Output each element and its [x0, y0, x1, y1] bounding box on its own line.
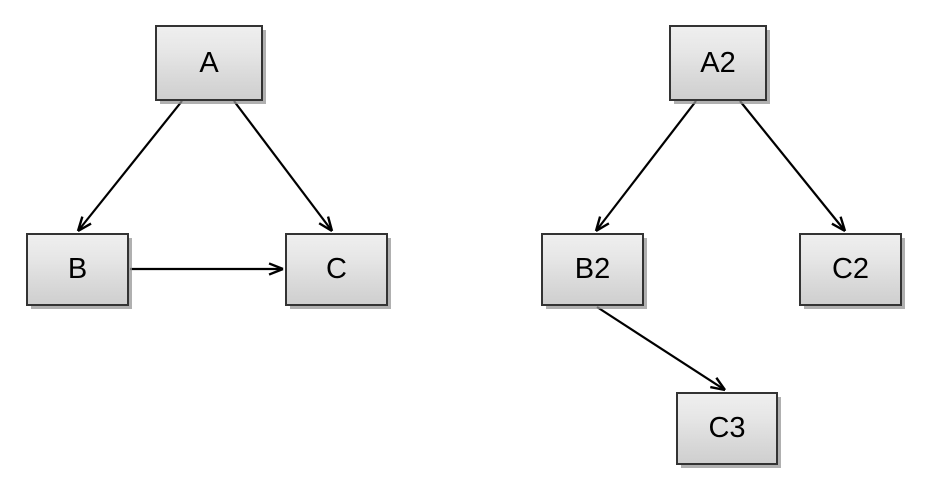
node-label: C: [326, 253, 347, 285]
arrowhead-barb-0: [831, 222, 846, 233]
edge-a2-to-c2: [739, 100, 847, 233]
arrowhead-barb-0: [76, 216, 84, 232]
node-label: C3: [708, 412, 746, 444]
node-b[interactable]: B: [26, 233, 129, 306]
node-label: C2: [831, 253, 870, 285]
edge-line: [233, 100, 333, 232]
arrowhead-barb-1: [839, 216, 847, 232]
node-label: B: [67, 253, 88, 285]
arrowhead-barb-0: [710, 385, 726, 392]
node-label: A: [199, 46, 219, 79]
edge-line: [739, 100, 846, 232]
edge-b2-to-c3: [596, 306, 726, 392]
node-c[interactable]: C: [285, 233, 388, 306]
edge-line: [77, 100, 183, 232]
arrowhead-barb-0: [594, 216, 602, 232]
node-a[interactable]: A: [155, 25, 263, 101]
edge-line: [596, 306, 726, 391]
arrowhead-barb-0: [268, 267, 284, 276]
node-c2[interactable]: C2: [799, 233, 902, 306]
node-b2[interactable]: B2: [541, 233, 644, 306]
node-label: A2: [700, 46, 736, 79]
arrowhead-barb-1: [77, 222, 92, 233]
edge-a-to-c: [233, 100, 334, 233]
arrowhead-barb-0: [318, 222, 333, 233]
node-c3[interactable]: C3: [676, 392, 778, 465]
edge-a-to-b: [76, 100, 183, 233]
arrowhead-barb-1: [715, 377, 726, 391]
arrowhead-barb-1: [268, 262, 284, 271]
edge-line: [595, 100, 697, 232]
node-label: B2: [574, 253, 611, 285]
node-a2[interactable]: A2: [669, 25, 767, 101]
edge-b-to-c: [130, 262, 284, 276]
arrowhead-barb-1: [326, 216, 334, 232]
edge-a2-to-b2: [594, 100, 697, 233]
arrowhead-barb-1: [595, 222, 610, 233]
